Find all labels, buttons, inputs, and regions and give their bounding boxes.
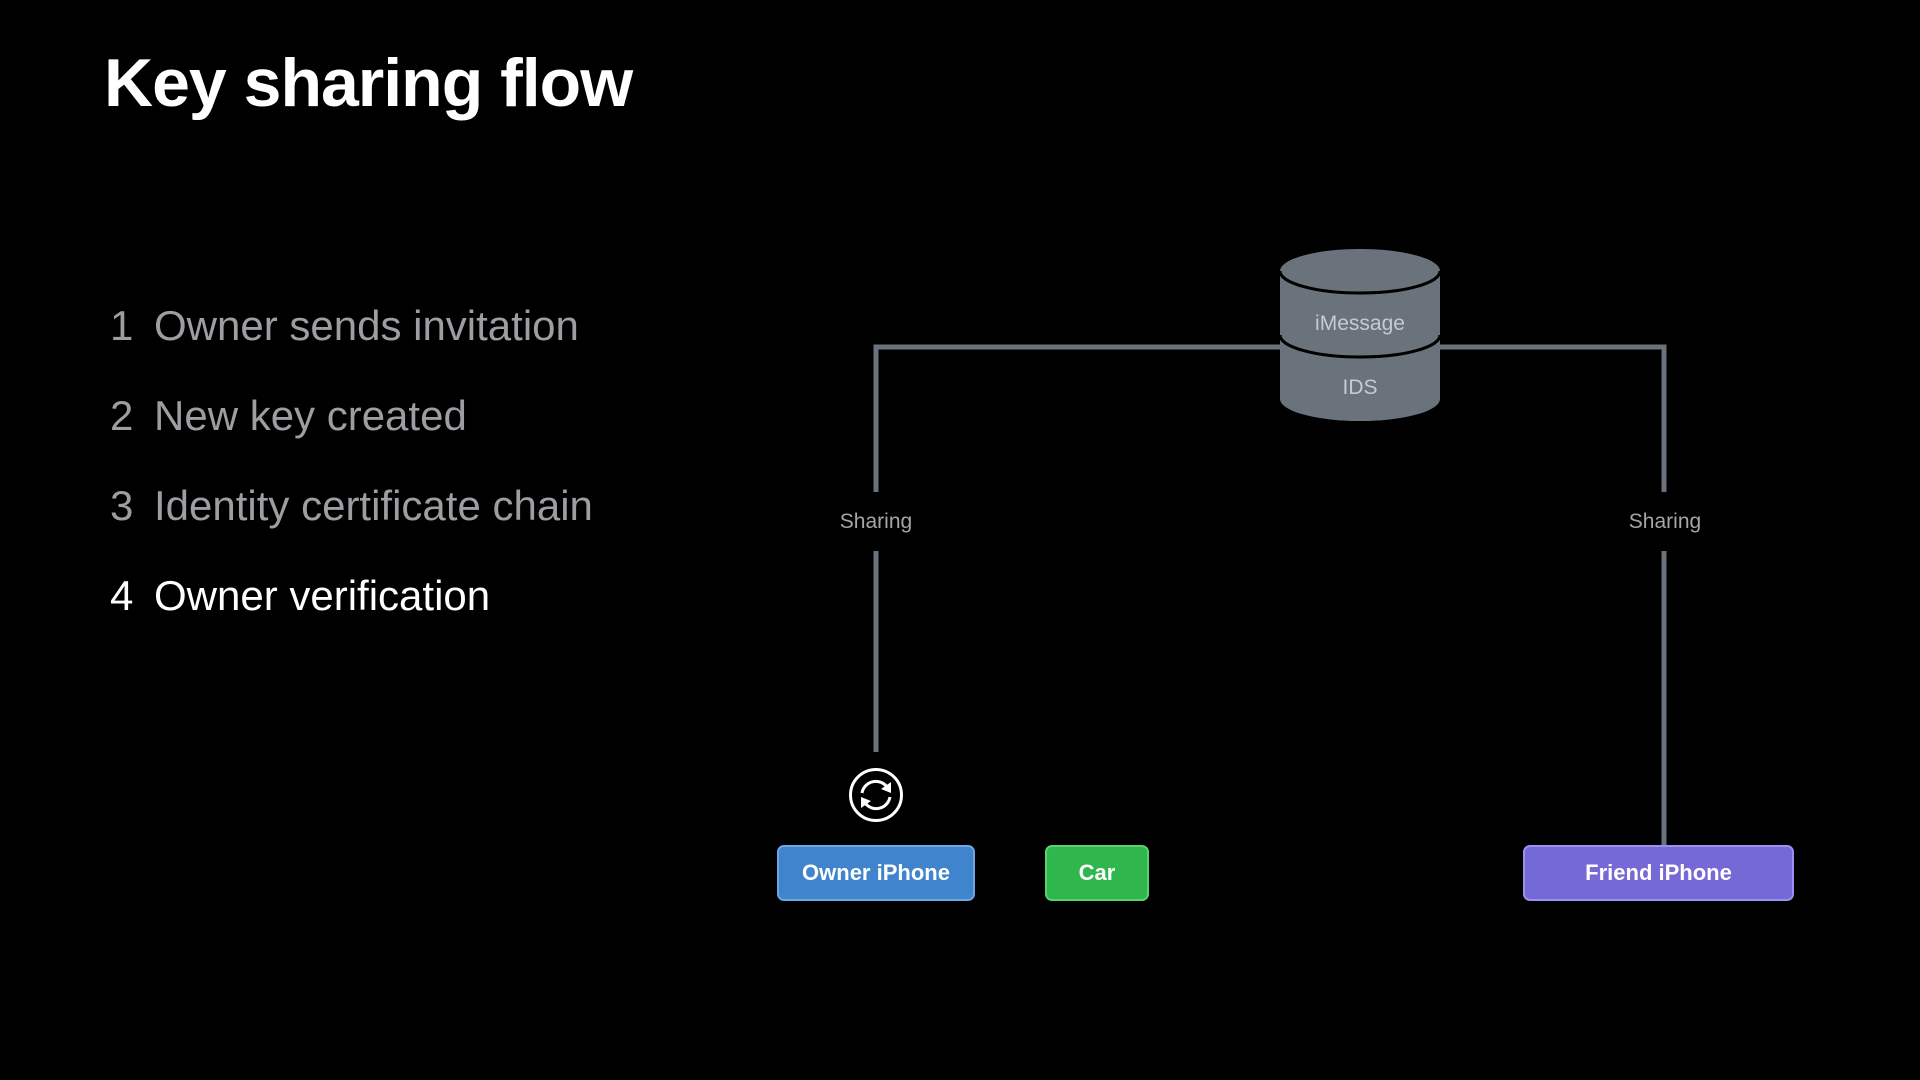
owner-iphone-node: Owner iPhone: [777, 845, 975, 901]
step-text: New key created: [154, 392, 467, 439]
connector-right-upper: [1439, 344, 1667, 492]
sharing-label-right: Sharing: [1628, 510, 1702, 533]
step-item-4: 4 Owner verification: [110, 572, 490, 620]
step-text: Owner sends invitation: [154, 302, 579, 349]
step-text: Owner verification: [154, 572, 491, 619]
step-number: 4: [110, 572, 134, 619]
friend-iphone-node: Friend iPhone: [1523, 845, 1794, 901]
step-number: 2: [110, 392, 134, 439]
ids-label: IDS: [1342, 376, 1378, 399]
database-icon: [1278, 249, 1442, 421]
car-node: Car: [1045, 845, 1149, 901]
step-list: 1 Owner sends invitation 2 New key created…: [110, 0, 670, 1080]
connector-left-upper: [873, 344, 1281, 492]
step-text: Identity certificate chain: [154, 482, 593, 529]
slide-title: Key sharing flow: [104, 45, 633, 121]
sync-arrows-icon: [849, 768, 903, 822]
imessage-label: iMessage: [1315, 312, 1405, 335]
step-item-1: 1 Owner sends invitation: [110, 302, 579, 350]
sharing-label-left: Sharing: [839, 510, 913, 533]
step-item-3: 3 Identity certificate chain: [110, 482, 593, 530]
step-item-2: 2 New key created: [110, 392, 467, 440]
step-number: 1: [110, 302, 134, 349]
step-number: 3: [110, 482, 134, 529]
